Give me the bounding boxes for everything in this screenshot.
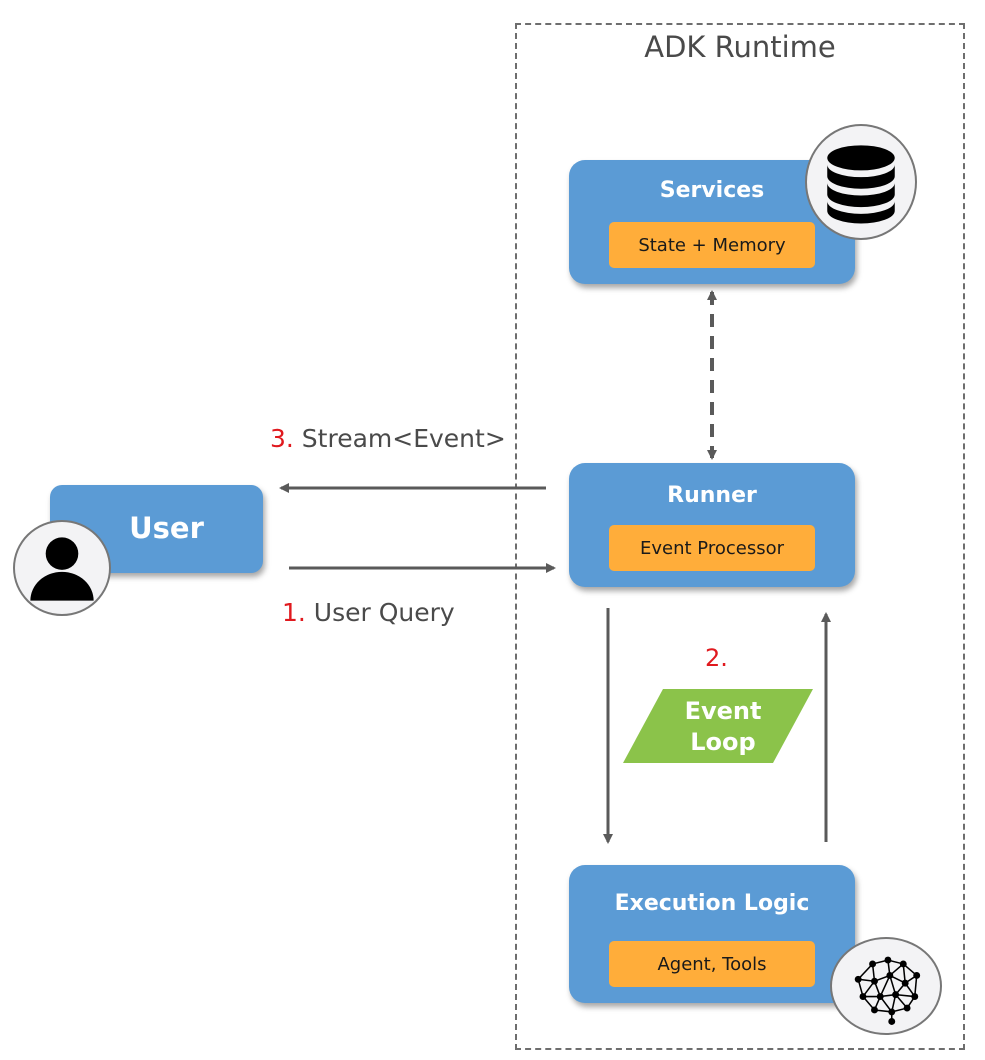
- runtime-title: ADK Runtime: [644, 30, 836, 64]
- step2-number: 2.: [705, 644, 728, 672]
- runtime-boundary: [515, 23, 965, 1050]
- event-loop-shape: Event Loop: [623, 689, 813, 763]
- database-icon: [805, 124, 917, 240]
- event-loop-line1: Event: [684, 697, 762, 725]
- execution-logic-box: Execution Logic Agent, Tools: [569, 865, 855, 1003]
- runner-box: Runner Event Processor: [569, 463, 855, 587]
- state-memory-component: State + Memory: [609, 222, 815, 268]
- services-title: Services: [659, 178, 765, 203]
- step3-text: Stream<Event>: [293, 424, 506, 453]
- neural-network-icon: [830, 937, 942, 1035]
- event-loop-line2: Loop: [690, 728, 756, 756]
- event-loop-label: Event Loop: [623, 696, 813, 758]
- runner-title: Runner: [667, 483, 757, 508]
- user-title: User: [129, 511, 204, 545]
- step1-number: 1.: [282, 598, 306, 627]
- event-processor-component: Event Processor: [609, 525, 815, 571]
- step3-label: 3. Stream<Event>: [270, 424, 506, 453]
- agent-tools-component: Agent, Tools: [609, 941, 815, 987]
- step1-text: User Query: [305, 598, 455, 627]
- step3-number: 3.: [270, 424, 294, 453]
- step1-label: 1. User Query: [282, 598, 455, 627]
- execution-logic-title: Execution Logic: [614, 891, 810, 916]
- user-icon: [13, 520, 111, 616]
